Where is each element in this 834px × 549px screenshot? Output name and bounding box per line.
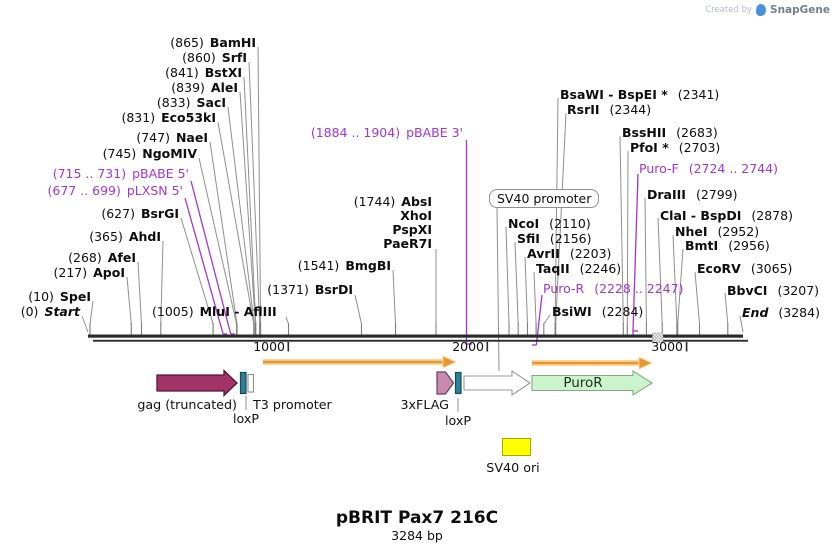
enzyme-label-bbvci[interactable]: BbvCI(3207) [727, 283, 820, 298]
enzyme-label-mlui[interactable]: (1005)MluI - AflIII [152, 304, 277, 319]
enzyme-label-pfoi[interactable]: PfoI *(2703) [630, 140, 721, 155]
dna-backbone [88, 334, 748, 342]
restriction-site-ticks [89, 323, 729, 336]
enzyme-label-avrii[interactable]: AvrII(2203) [527, 246, 612, 261]
t3-promoter-feature-label: T3 promoter [253, 397, 332, 412]
ruler-label-1000: 1000 [253, 339, 285, 354]
loxp1-feature-box[interactable] [239, 371, 247, 395]
enzyme-label-xhoi[interactable]: XhoI [400, 208, 432, 223]
enzyme-label-bamhi[interactable]: (865)BamHI [170, 35, 256, 50]
primer-label-puror[interactable]: Puro-R(2228 .. 2247) [543, 281, 684, 296]
snapgene-brand-text: SnapGene [770, 4, 830, 16]
sv40-ori-feature-label: SV40 ori [486, 460, 540, 475]
enzyme-label-bsawi[interactable]: BsaWI - BspEI *(2341) [560, 87, 720, 102]
enzyme-label-bsrdi[interactable]: (1371)BsrDI [267, 282, 353, 297]
callout-lines [81, 46, 744, 412]
ruler-label-3000: 3000 [651, 339, 683, 354]
3xflag-feature-label: 3xFLAG [400, 397, 449, 412]
enzyme-label-rsrii[interactable]: RsrII(2344) [567, 102, 652, 117]
enzyme-label-bsiwi[interactable]: BsiWI(2284) [552, 304, 644, 319]
enzyme-label-absi[interactable]: (1744)AbsI [353, 194, 432, 209]
enzyme-label-ncoi[interactable]: NcoI(2110) [508, 216, 591, 231]
created-by-text: Created by [705, 5, 753, 15]
enzyme-label-sfii[interactable]: SfiI(2156) [517, 231, 592, 246]
translation-arrows [263, 355, 654, 370]
enzyme-label-nhei[interactable]: NheI(2952) [675, 224, 760, 239]
enzyme-label-srfi[interactable]: (860)SrfI [182, 50, 247, 65]
enzyme-label-afei[interactable]: (268)AfeI [68, 250, 136, 265]
loxp1-feature-label: loxP [232, 411, 260, 426]
enzyme-label-ahdi[interactable]: (365)AhdI [89, 229, 161, 244]
enzyme-label-bsrgi[interactable]: (627)BsrGI [101, 206, 179, 221]
enzyme-label-paer7i[interactable]: PaeR7I [383, 236, 432, 251]
plasmid-size: 3284 bp [391, 528, 443, 543]
ruler-label-2000: 2000 [452, 339, 484, 354]
primer-label-pbabe5[interactable]: (715 .. 731)pBABE 5' [52, 166, 189, 181]
map-start-label[interactable]: (0)Start [20, 304, 80, 319]
gag-feature-arrow[interactable] [156, 368, 238, 398]
enzyme-label-taqii[interactable]: TaqII(2246) [536, 261, 622, 276]
enzyme-label-eco53ki[interactable]: (831)Eco53kI [121, 110, 216, 125]
enzyme-label-ngomiv[interactable]: (745)NgoMIV [102, 146, 197, 161]
hatched-region [652, 332, 664, 343]
primer-label-plxsn5[interactable]: (677 .. 699)pLXSN 5' [47, 183, 184, 198]
enzyme-label-bmti[interactable]: BmtI(2956) [685, 238, 770, 253]
enzyme-label-ecorv[interactable]: EcoRV(3065) [697, 261, 793, 276]
snapgene-watermark: Created by SnapGene [705, 4, 830, 16]
primer-label-purof[interactable]: Puro-F(2724 .. 2744) [639, 161, 778, 176]
puror-feature-arrow[interactable] [531, 370, 654, 396]
plasmid-title: pBRIT Pax7 216C [335, 508, 499, 528]
enzyme-label-clai[interactable]: ClaI - BspDI(2878) [660, 208, 793, 223]
puror-feature-label: PuroR [563, 375, 603, 391]
enzyme-label-naei[interactable]: (747)NaeI [136, 130, 208, 145]
enzyme-label-draiii[interactable]: DraIII(2799) [647, 187, 738, 202]
primer-label-pbabe3[interactable]: (1884 .. 1904)pBABE 3' [310, 125, 463, 140]
enzyme-label-alei[interactable]: (839)AleI [171, 80, 238, 95]
map-end-label[interactable]: End(3284) [742, 305, 820, 320]
sv40-ori-feature-box[interactable] [502, 438, 531, 456]
enzyme-label-pspxi[interactable]: PspXI [392, 222, 432, 237]
t3-promoter-feature-box[interactable] [247, 373, 255, 393]
snapgene-logo-icon [756, 4, 767, 16]
loxp2-feature-box[interactable] [454, 371, 462, 395]
enzyme-label-spei[interactable]: (10)SpeI [28, 289, 91, 304]
gag-feature-label: gag (truncated) [137, 397, 237, 412]
enzyme-label-bsshii[interactable]: BssHII(2683) [622, 125, 718, 140]
3xflag-feature-arrow[interactable] [436, 371, 455, 395]
sv40-promoter-label[interactable]: SV40 promoter [489, 189, 600, 208]
enzyme-label-bstxi[interactable]: (841)BstXI [165, 65, 242, 80]
sv40-promoter-feature-arrow[interactable] [463, 369, 531, 397]
loxp2-feature-label: loxP [444, 413, 472, 428]
enzyme-label-saci[interactable]: (833)SacI [156, 95, 226, 110]
enzyme-label-bmgbi[interactable]: (1541)BmgBI [297, 258, 391, 273]
ruler-ticks [287, 342, 688, 352]
enzyme-label-apoi[interactable]: (217)ApoI [53, 265, 126, 280]
